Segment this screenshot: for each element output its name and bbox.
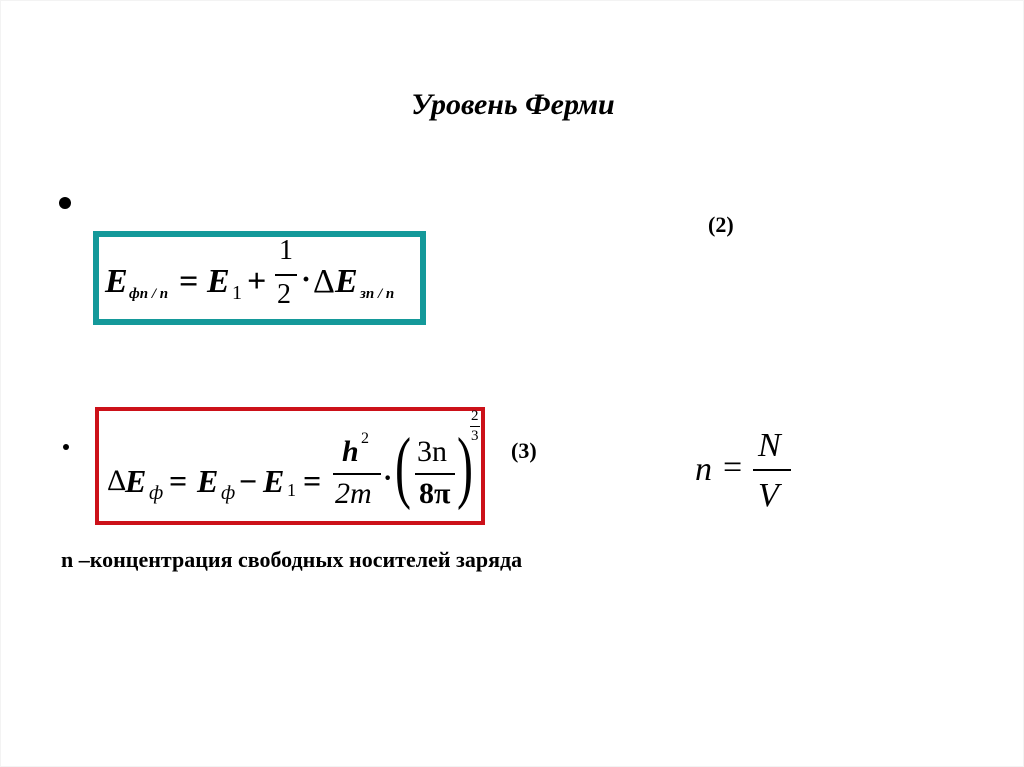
eq2-plus: + xyxy=(247,263,267,300)
eq2-frac-numerator: 1 xyxy=(279,235,293,266)
eq3-frac2-numerator: 3n xyxy=(417,435,447,468)
eq3-exponent-numerator: 2 xyxy=(471,408,479,424)
side-formula-denominator: V xyxy=(758,477,779,514)
eq2-equals: = xyxy=(179,263,199,300)
eq3-frac1-num-superscript: 2 xyxy=(361,430,369,447)
eq2-delta: Δ xyxy=(313,263,335,300)
side-formula-numerator: N xyxy=(758,427,781,464)
eq3-equals-2: = xyxy=(303,463,322,499)
bullet-point xyxy=(63,444,69,450)
concentration-description: n –концентрация свободных носителей заря… xyxy=(61,547,523,572)
eq3-fraction2-bar xyxy=(415,473,455,475)
eq3-paren-close: ) xyxy=(457,423,473,511)
eq3-dot: · xyxy=(383,463,393,494)
eq2-term2-symbol: E xyxy=(335,263,358,300)
equation-number-2: (2) xyxy=(708,212,734,237)
eq3-e1-subscript: 1 xyxy=(287,480,296,500)
eq2-frac-denominator: 2 xyxy=(277,279,291,310)
eq2-term2-subscript: зп / п xyxy=(360,286,395,302)
equation-number-3: (3) xyxy=(511,438,537,463)
eq2-lhs-subscript: фп / п xyxy=(129,286,169,302)
side-formula-equals: = xyxy=(723,449,743,486)
eq3-mid-symbol: E xyxy=(197,463,219,499)
eq3-frac2-denominator: 8π xyxy=(419,477,451,510)
eq3-paren-open: ( xyxy=(395,423,411,511)
eq3-frac1-numerator: h xyxy=(342,435,359,468)
eq3-e1-symbol: E xyxy=(263,463,285,499)
slide-title: Уровень Ферми xyxy=(411,88,615,121)
eq3-equals-1: = xyxy=(169,463,188,499)
side-formula-lhs: n xyxy=(695,451,712,488)
eq2-lhs-symbol: E xyxy=(105,263,128,300)
equation-box-fermi-energy: Δ E ф = E ф − E 1 = h 2 2m · ( 3n 8π ) 2… xyxy=(95,407,485,525)
eq2-dot: · xyxy=(301,263,312,296)
eq3-exponent-denominator: 3 xyxy=(471,428,479,444)
eq3-lhs-subscript: ф xyxy=(149,482,164,504)
eq3-delta: Δ xyxy=(107,464,127,497)
eq3-mid-subscript: ф xyxy=(221,482,236,504)
eq2-term1-subscript: 1 xyxy=(232,282,242,304)
eq3-minus: − xyxy=(239,463,258,499)
eq3-frac1-denominator: 2m xyxy=(335,477,372,510)
eq3-fraction1-bar xyxy=(333,473,381,475)
bullet-point xyxy=(59,197,71,209)
eq2-term1-symbol: E xyxy=(207,263,230,300)
eq2-fraction-bar xyxy=(275,274,297,276)
side-formula-fraction-bar xyxy=(753,469,791,471)
eq3-lhs-symbol: E xyxy=(125,463,147,499)
equation-box-fermi-level: E фп / п = E 1 + 1 2 · Δ E зп / п xyxy=(93,231,426,325)
eq3-exponent-bar xyxy=(470,426,480,427)
